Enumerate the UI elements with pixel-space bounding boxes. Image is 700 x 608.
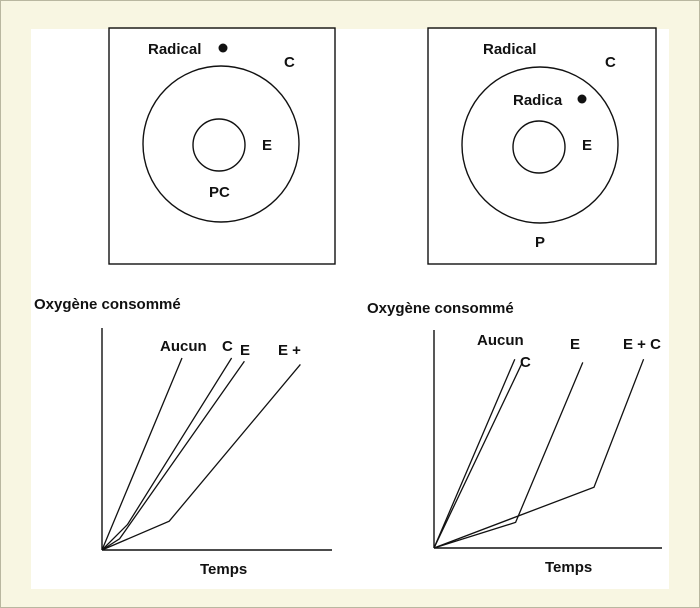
series-label-c: C bbox=[222, 338, 233, 355]
series-line-aucun bbox=[101, 357, 183, 551]
radical-dot-icon bbox=[218, 43, 228, 53]
series-line-e-c bbox=[433, 358, 645, 549]
series-line-c bbox=[433, 362, 523, 549]
label-e: E bbox=[582, 137, 592, 154]
outer-circle bbox=[142, 65, 300, 223]
radical-dot-icon bbox=[577, 94, 587, 104]
label-radical: Radical bbox=[148, 41, 201, 58]
figure-panel bbox=[31, 29, 669, 589]
series-label-aucun: Aucun bbox=[477, 332, 524, 349]
series-line-c bbox=[101, 357, 233, 551]
label-pc: PC bbox=[209, 184, 230, 201]
label-p: P bbox=[535, 234, 545, 251]
series-line-e bbox=[101, 363, 301, 551]
series-line-aucun bbox=[433, 358, 516, 549]
label-radica: Radica bbox=[513, 92, 563, 109]
label-c: C bbox=[605, 54, 616, 71]
series-label-e-plus: E + bbox=[278, 342, 301, 359]
outer-circle bbox=[461, 66, 619, 224]
top-right-diagram: Radical C Radica E P bbox=[427, 27, 657, 265]
series-label-e: E bbox=[240, 342, 250, 359]
outer-square bbox=[108, 27, 336, 265]
left-chart: Oxygène consommé Temps Aucun C E E + bbox=[34, 296, 332, 578]
label-c: C bbox=[284, 54, 295, 71]
series-label-e: E bbox=[570, 336, 580, 353]
series-line-e bbox=[101, 360, 245, 551]
y-axis-label: Oxygène consommé bbox=[34, 296, 181, 313]
top-left-diagram: Radical C E PC bbox=[108, 27, 336, 265]
series-label-aucun: Aucun bbox=[160, 338, 207, 355]
inner-circle bbox=[512, 120, 566, 174]
inner-circle bbox=[192, 118, 246, 172]
series-label-c: C bbox=[520, 354, 531, 371]
outer-square bbox=[427, 27, 657, 265]
y-axis-label: Oxygène consommé bbox=[367, 300, 514, 317]
label-e: E bbox=[262, 137, 272, 154]
series-line-e bbox=[433, 362, 584, 549]
series-label-e-plus-c: E + C bbox=[623, 336, 661, 353]
right-chart: Oxygène consommé Temps Aucun C E E + C bbox=[367, 300, 662, 576]
x-axis-label: Temps bbox=[545, 559, 592, 576]
x-axis-label: Temps bbox=[200, 561, 247, 578]
label-radical: Radical bbox=[483, 41, 536, 58]
